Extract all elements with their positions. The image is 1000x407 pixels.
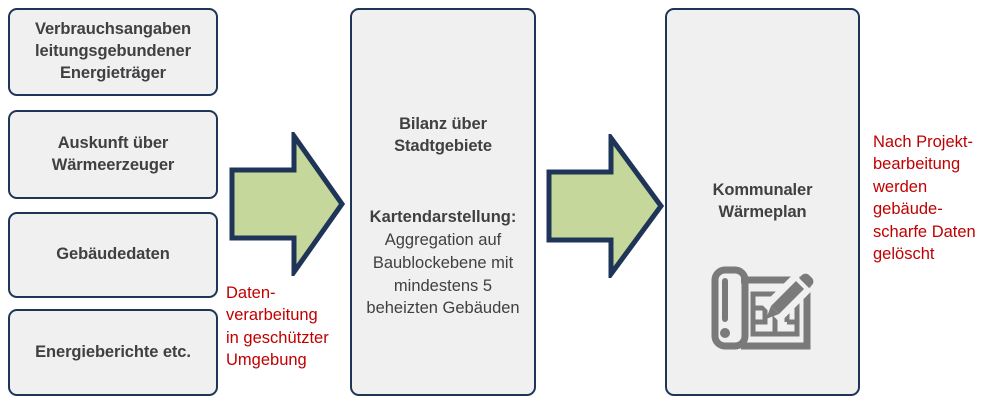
source-box-label: Verbrauchsangaben leitungsgebundener Ene… bbox=[34, 20, 192, 82]
process-box-title: Bilanz über Stadtgebiete bbox=[394, 115, 492, 155]
result-box-title: Kommunaler Wärmeplan bbox=[712, 181, 813, 221]
annotation-data-deletion: Nach Projekt- bearbeitung werden gebäude… bbox=[873, 133, 976, 264]
process-box-bilanz: Bilanz über Stadtgebiete Kartendarstellu… bbox=[350, 8, 536, 396]
source-box-energieberichte: Energieberichte etc. bbox=[8, 309, 218, 396]
source-box-verbrauchsangaben: Verbrauchsangaben leitungsgebundener Ene… bbox=[8, 8, 218, 96]
right-arrow-shape bbox=[546, 130, 665, 282]
source-box-gebaeudedaten: Gebäudedaten bbox=[8, 212, 218, 298]
right-arrow-shape bbox=[229, 128, 346, 280]
source-box-label: Gebäudedaten bbox=[56, 245, 170, 264]
right-arrow-icon-process-to-result bbox=[545, 130, 665, 282]
result-box-kommunaler-waermeplan: Kommunaler Wärmeplan bbox=[665, 8, 860, 396]
process-subtitle-heading: Kartendarstellung: bbox=[369, 208, 517, 227]
annotation-data-processing: Daten- verarbeitung in geschützter Umgeb… bbox=[226, 284, 329, 370]
source-box-label: Auskunft über Wärmeerzeuger bbox=[51, 133, 175, 174]
process-box-subtitle: Kartendarstellung: Aggregation auf Baublo… bbox=[366, 184, 519, 321]
blueprint-pencil-icon bbox=[711, 266, 813, 350]
process-subtitle-body: Aggregation auf Baublockebene mit mindes… bbox=[366, 231, 520, 318]
source-box-label: Energieberichte etc. bbox=[35, 342, 191, 361]
right-arrow-icon-sources-to-process bbox=[228, 128, 346, 280]
source-box-auskunft: Auskunft über Wärmeerzeuger bbox=[8, 110, 218, 199]
